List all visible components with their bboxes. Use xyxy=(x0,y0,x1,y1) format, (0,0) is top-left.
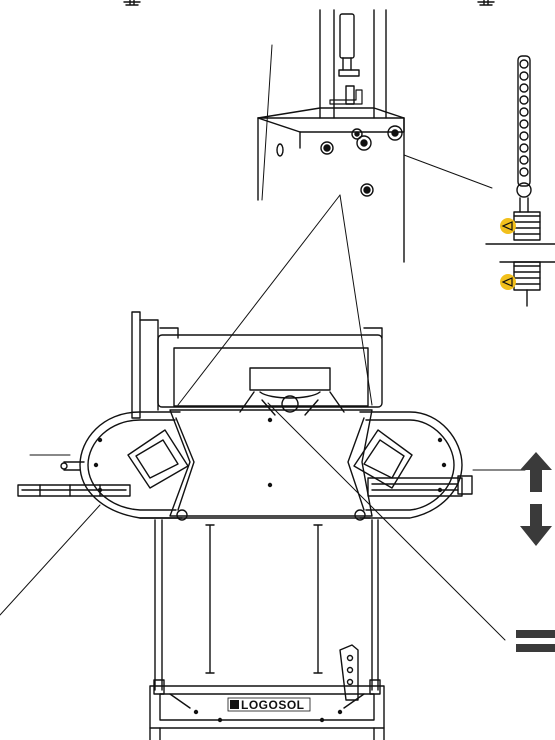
leader-lines xyxy=(0,154,526,641)
up-down-arrow-icon xyxy=(520,452,552,546)
sawmill-head xyxy=(17,311,473,521)
equals-icon xyxy=(516,630,555,652)
logo-mark-icon xyxy=(230,700,239,709)
top-clamp-right xyxy=(477,0,495,6)
sawmill-stand xyxy=(149,519,385,740)
triangle-marker-icon xyxy=(500,274,516,290)
top-clamp-left xyxy=(123,0,141,6)
chain-detail xyxy=(485,55,555,307)
logo-text: LOGOSOL xyxy=(241,698,305,712)
triangle-marker-icon xyxy=(500,218,516,234)
post-bracket-detail xyxy=(257,9,405,263)
logo-plate: LOGOSOL xyxy=(227,697,311,712)
